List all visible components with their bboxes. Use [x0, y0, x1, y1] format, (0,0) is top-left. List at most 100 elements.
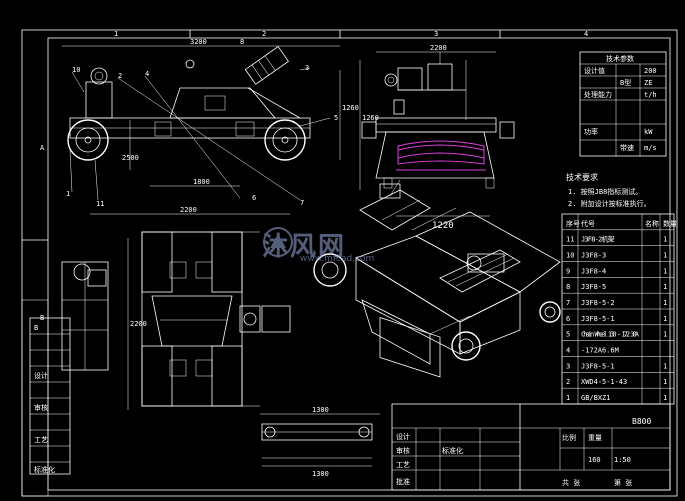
zone-2: 2 [262, 30, 266, 38]
parts-row-4-col-3: 1 [663, 299, 667, 307]
parts-row-10-col-1: GB/BXZ1 [581, 394, 610, 402]
parts-row-3-col-3: 1 [663, 283, 667, 291]
parts-row-2-col-1: J3F8-4 [581, 267, 606, 275]
dim-side-vert: 1260 [342, 104, 359, 112]
parts-row-4-col-1: J3F8-5-2 [581, 299, 615, 307]
left-label-0: 设计 [34, 371, 48, 380]
plan-view: 2200 [61, 231, 291, 410]
callout-6: 6 [252, 194, 256, 202]
callout-5: 5 [334, 114, 338, 122]
left-table-title: B [34, 324, 38, 332]
parts-row-0-col-0: 11 [566, 236, 574, 244]
spec-val-2: t/h [644, 91, 657, 99]
parts-row-7-col-0: 4 [566, 347, 570, 355]
spec-key-1: B型 [620, 78, 631, 87]
parts-row-8-col-1: J3F8-5-1 [581, 362, 615, 370]
tb-label-5: 比例 [562, 433, 576, 442]
parts-header-1: 代号 [581, 219, 595, 228]
tb-label-4: 标准化 [442, 446, 463, 455]
left-side-table: B 设计 审核 工艺 标准化 [29, 317, 71, 475]
parts-header-2: 名称 [645, 219, 659, 228]
zone-1: 1 [114, 30, 118, 38]
watermark: 沐风网 [262, 226, 346, 263]
parts-row-8-col-3: 1 [663, 362, 667, 370]
tb-label-0: 设计 [396, 432, 410, 441]
dim-side-top: 3200 [190, 38, 207, 46]
watermark-logo-icon [263, 227, 293, 257]
bottom-detail: 1300 1300 [260, 406, 380, 478]
parts-row-6-col-1: Chain Wheel 130 - 172 30A [581, 331, 640, 339]
dim-front-bottom: 1220 [432, 221, 454, 231]
callout-11: 11 [96, 200, 104, 208]
parts-row-3-col-1: J3F8-5 [581, 283, 606, 291]
tech-requirements: 技术要求 1. 按照JB8指标测试。 2. 附加设计按标准执行。 [566, 172, 651, 208]
left-label-2: 工艺 [34, 436, 48, 444]
tb-label-6: 重量 [588, 434, 602, 442]
parts-row-4-col-0: 7 [566, 299, 570, 307]
product-code: B800 [632, 417, 651, 426]
parts-row-9-col-0: 2 [566, 378, 570, 386]
parts-row-6-col-0: 5 [566, 331, 570, 339]
dim-small: 2500 [122, 154, 139, 162]
dim-bottom-b: 1300 [312, 470, 329, 478]
spec-key-4: 带速 [620, 144, 634, 152]
dim-side-bottom-b: 2200 [180, 206, 197, 214]
outer-frame [21, 29, 678, 497]
left-label-3: 标准化 [34, 465, 55, 474]
dim-side-bottom-a: 1800 [193, 178, 210, 186]
parts-row-1-col-1: J3F8-3 [581, 252, 606, 260]
parts-row-8-col-0: 3 [566, 362, 570, 370]
spec-val-4: m/s [644, 144, 657, 152]
parts-row-10-col-0: 1 [566, 394, 570, 402]
callout-2: 2 [118, 72, 122, 80]
parts-row-5-col-3: 1 [663, 315, 667, 323]
parts-header-3: 数量 [663, 219, 677, 228]
specs-table: 技术参数 设计值 200 B型 ZE 处理能力 t/h 功率 kW 带速 m/s [579, 51, 667, 157]
parts-row-9-col-3: 1 [663, 378, 667, 386]
dim-front-top: 2200 [430, 44, 447, 52]
parts-header-0: 序号 [566, 219, 580, 228]
parts-row-1-col-0: 10 [566, 252, 574, 260]
tb-label-1: 审核 [396, 446, 410, 455]
spec-key-3: 功率 [584, 127, 598, 136]
parts-row-1-col-3: 1 [663, 252, 667, 260]
callout-10: 10 [72, 66, 80, 74]
parts-row-7-col-1: -172A6.6M [581, 347, 619, 355]
callout-4: 4 [145, 70, 149, 78]
spec-key-2: 处理能力 [584, 90, 612, 99]
tb-label-3: 批准 [396, 477, 410, 486]
dim-front-vert: 1260 [362, 114, 379, 122]
tb-label-2: 工艺 [396, 461, 410, 469]
parts-row-0-col-1: J3F8-2机架 [581, 235, 615, 244]
dim-plan-vert: 2200 [130, 320, 147, 328]
spec-val-1: ZE [644, 79, 652, 87]
dim-bottom-a: 1300 [312, 406, 329, 414]
tech-req-2: 2. 附加设计按标准执行。 [568, 199, 651, 208]
specs-title: 技术参数 [606, 54, 634, 63]
inner-frame [47, 37, 671, 491]
tech-req-title: 技术要求 [566, 172, 598, 182]
left-label-1: 审核 [34, 403, 48, 412]
parts-row-5-col-1: J3F8-5-1 [581, 315, 615, 323]
zone-3: 3 [434, 30, 438, 38]
callout-1: 1 [66, 190, 70, 198]
side-view: 3200 [62, 38, 359, 215]
parts-row-10-col-3: 1 [663, 394, 667, 402]
tb-label-7: 共 张 [562, 478, 580, 487]
tech-req-1: 1. 按照JB8指标测试。 [568, 187, 642, 196]
parts-row-5-col-0: 6 [566, 315, 570, 323]
title-block: B800 设计 审核 工艺 批准 标准化 比例 重量 共 张 第 张 160 1… [391, 403, 671, 491]
parts-row-9-col-1: XWD4-5-1-43 [581, 378, 627, 386]
tb-label-8: 第 张 [614, 478, 632, 487]
callout-8: 8 [240, 38, 244, 46]
parts-row-0-col-3: 1 [663, 236, 667, 244]
parts-row-2-col-3: 1 [663, 267, 667, 275]
spec-val-0: 200 [644, 67, 657, 75]
zone-4: 4 [584, 30, 588, 38]
watermark-url: www.mfcad.com [300, 254, 375, 264]
zone-a: A [40, 144, 45, 152]
spec-val-3: kW [644, 128, 653, 136]
parts-row-6-col-3: 1 [663, 331, 667, 339]
parts-row-3-col-0: 8 [566, 283, 570, 291]
